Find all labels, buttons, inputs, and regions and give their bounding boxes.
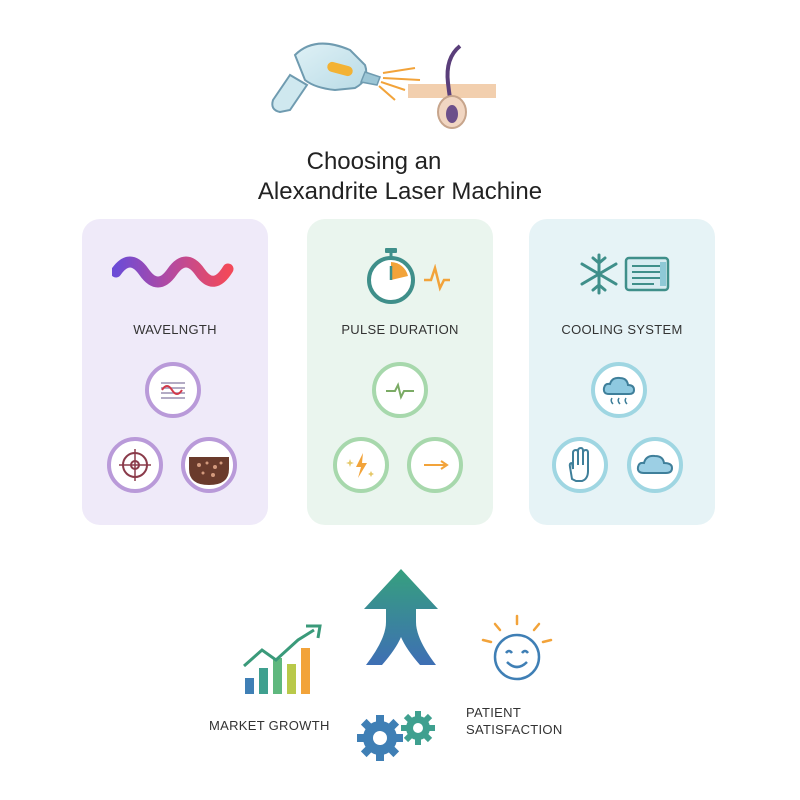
skin-texture-icon [181,437,237,493]
pulse-duration-label: PULSE DURATION [341,322,459,337]
arrow-right-icon [407,437,463,493]
cloud-rain-icon [591,362,647,418]
laser-device-icon [271,42,421,114]
target-icon [107,437,163,493]
smiley-icon [481,614,553,681]
gears-icon [357,711,435,761]
pulse-duration-card: PULSE DURATION [307,219,493,525]
wavelength-card: WAVELNGTH [82,219,268,525]
wave-icon [112,256,234,288]
hair-follicle-icon [408,44,496,129]
patient-label-line-2: SATISFACTION [466,722,563,737]
growth-chart-icon [243,624,322,694]
spark-icon [333,437,389,493]
pulse-icon [424,264,450,292]
wavelength-label: WAVELNGTH [133,322,217,337]
waveform-icon [145,362,201,418]
up-arrow-icon [364,569,438,665]
patient-label-line-1: PATIENT [466,705,522,720]
pulse-waveform-icon [372,362,428,418]
cloud-icon [627,437,683,493]
snowflake-icon [580,253,618,295]
hand-icon [552,437,608,493]
cooling-panel-icon [624,256,670,292]
cooling-system-label: COOLING SYSTEM [561,322,683,337]
market-growth-label: MARKET GROWTH [209,718,330,733]
title-line-1: Choosing an [306,148,442,175]
stopwatch-icon [367,248,415,304]
title-line-2: Alexandrite Laser Machine [257,178,543,205]
cooling-system-card: COOLING SYSTEM [529,219,715,525]
